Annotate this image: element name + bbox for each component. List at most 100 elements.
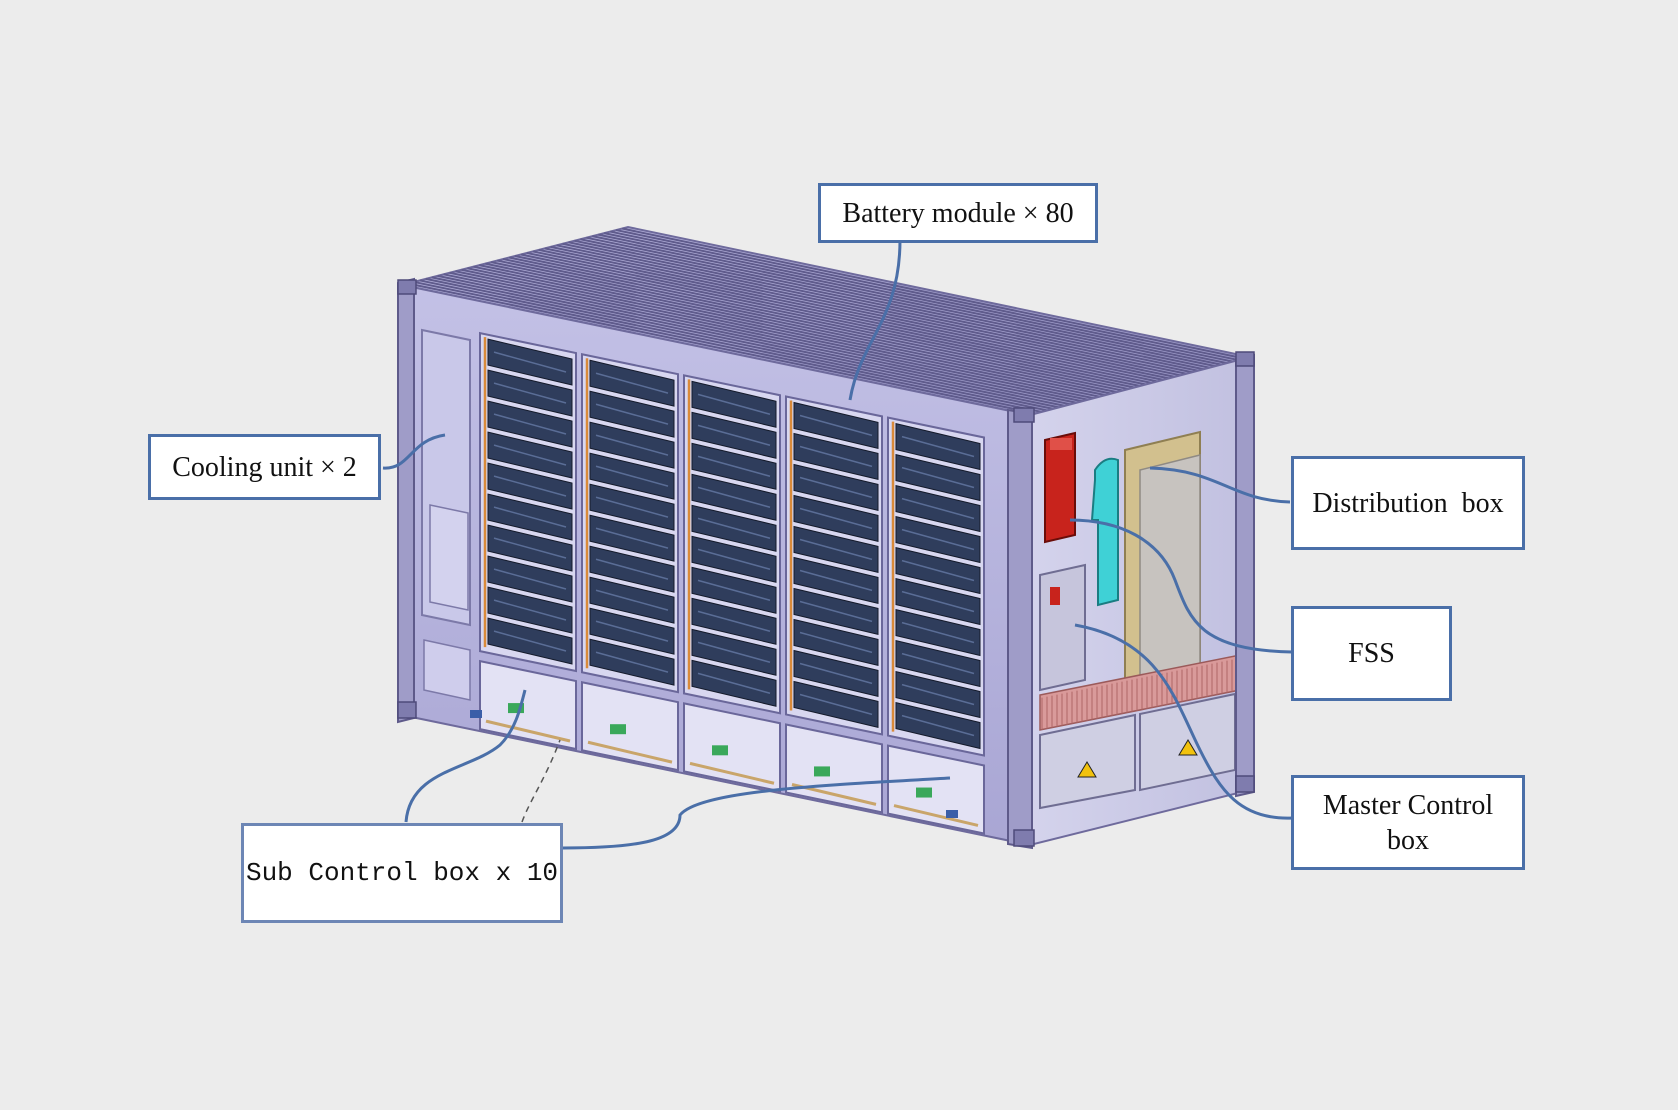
battery-module-handle	[493, 506, 567, 528]
battery-module-handle	[901, 435, 975, 458]
battery-module-handle	[697, 424, 771, 446]
forklift-pocket-icon	[470, 710, 958, 818]
leader-battery-module	[848, 239, 902, 401]
battery-module-handle	[493, 382, 567, 404]
battery-module-handle	[697, 579, 771, 601]
sub-control-rail	[587, 740, 673, 764]
roof-rib	[574, 239, 1199, 372]
sub-control-rail	[689, 761, 775, 785]
sub-control-box	[581, 681, 679, 772]
battery-module-handle	[901, 528, 975, 551]
roof-rib	[580, 238, 1204, 371]
battery-module-text: Battery module × 80	[842, 197, 1074, 229]
roof-rib	[544, 247, 1170, 380]
roof-rib	[502, 258, 1129, 391]
leader-master-control	[1074, 623, 1293, 820]
roof-rib	[496, 259, 1123, 392]
battery-module-handle	[901, 652, 975, 675]
battery-module-handle	[697, 455, 771, 477]
warning-sign-icon	[1077, 761, 1097, 778]
sub-control-box	[683, 702, 781, 793]
battery-module-handle	[799, 569, 873, 592]
cooling-unit-label: Cooling unit × 2	[148, 434, 381, 500]
battery-racks	[479, 331, 985, 757]
sub-control-rail	[893, 804, 979, 827]
master-control-box-label: Master Control box	[1291, 775, 1525, 870]
battery-module-handle	[799, 445, 873, 468]
battery-module-handle	[493, 630, 567, 652]
battery-module-handle	[595, 651, 669, 673]
roof-rib	[419, 279, 1048, 412]
battery-module-handle	[493, 444, 567, 466]
battery-module-handle	[595, 496, 669, 518]
battery-module-handle	[901, 683, 975, 706]
sub-control-rail	[485, 719, 571, 743]
leader-lines	[382, 239, 1293, 850]
roof-rib	[437, 274, 1065, 407]
battery-module-handle	[799, 507, 873, 530]
battery-module-handle	[697, 672, 771, 694]
roof-rib	[568, 241, 1193, 374]
roof-rib	[425, 277, 1054, 410]
roof-rib	[621, 227, 1245, 360]
sub-control-boxes	[479, 659, 985, 835]
roof-rib	[609, 230, 1233, 363]
cooling-unit-text: Cooling unit × 2	[172, 451, 357, 483]
roof-corrugation	[407, 227, 1245, 415]
battery-module-handle	[799, 476, 873, 499]
battery-module-handle	[595, 465, 669, 487]
roof-rib	[556, 244, 1181, 377]
battery-module-handle	[901, 590, 975, 613]
battery-module-handle	[697, 641, 771, 663]
roof-rib	[479, 264, 1106, 397]
battery-module-handle	[799, 600, 873, 623]
leader-sub-control-left	[404, 689, 527, 823]
fss-red-box	[1044, 431, 1076, 544]
roof-rib	[598, 233, 1222, 366]
roof-rib	[604, 232, 1228, 365]
roof-rib	[473, 265, 1100, 398]
warning-sign-icon	[1178, 739, 1198, 756]
battery-module-handle	[493, 599, 567, 621]
battery-module-handle	[901, 714, 975, 737]
roof-rib	[514, 255, 1141, 387]
sub-control-box-text: Sub Control box x 10	[245, 857, 559, 888]
battery-module-handle	[493, 475, 567, 497]
battery-module-handle	[901, 559, 975, 582]
roof-rib	[586, 236, 1210, 369]
battery-module-handle	[799, 662, 873, 685]
battery-module-handle	[697, 393, 771, 415]
roof-rib	[455, 270, 1083, 403]
roof-rib	[449, 271, 1077, 404]
roof-rib	[413, 280, 1042, 413]
side-base-left	[1039, 713, 1136, 810]
sub-control-board	[916, 787, 932, 798]
battery-module-handle	[595, 620, 669, 642]
roof-rib	[526, 251, 1152, 384]
leader-sub-control-dashed	[521, 739, 561, 823]
battery-module-handle	[799, 414, 873, 437]
sub-control-box-label: Sub Control box x 10	[241, 823, 563, 923]
battery-module-handle	[595, 589, 669, 611]
fss-label: FSS	[1291, 606, 1452, 701]
leader-fss	[1069, 518, 1293, 654]
master-control-text-line1: Master Control	[1322, 789, 1494, 821]
roof-rib	[467, 267, 1094, 400]
battery-module-handle	[697, 610, 771, 632]
master-control-box	[1039, 563, 1086, 692]
battery-module-handle	[799, 693, 873, 716]
battery-module-label: Battery module × 80	[818, 183, 1098, 243]
roof-rib	[538, 248, 1164, 381]
distribution-box-label: Distribution box	[1291, 456, 1525, 550]
roof-rib	[443, 273, 1071, 406]
roof-rib	[520, 253, 1146, 386]
roof-rib	[550, 245, 1175, 378]
sub-control-board	[508, 703, 524, 714]
roof-rib	[431, 276, 1060, 409]
roof-rib	[592, 235, 1216, 368]
roof-rib	[508, 256, 1135, 389]
battery-module-handle	[697, 486, 771, 508]
battery-module-handle	[595, 558, 669, 580]
roof-rib	[562, 242, 1187, 375]
